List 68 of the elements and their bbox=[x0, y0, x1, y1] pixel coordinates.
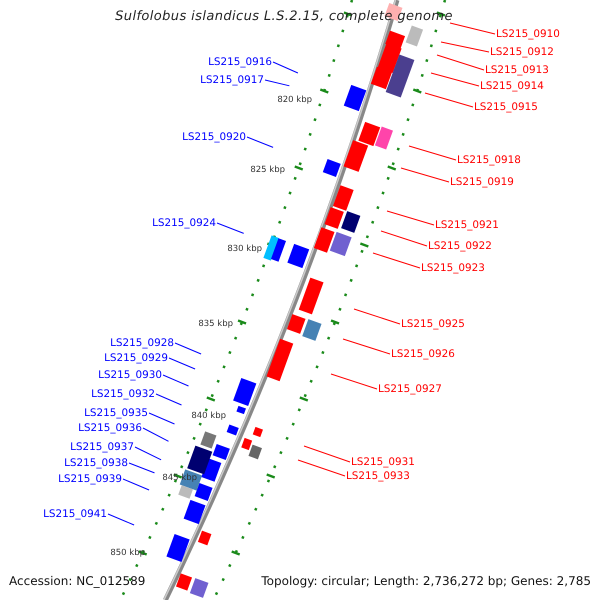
leader-line bbox=[148, 412, 175, 424]
scale-label: 840 kbp bbox=[191, 410, 226, 422]
gene-label: LS215_0931 bbox=[351, 456, 415, 468]
gene-label: LS215_0923 bbox=[421, 262, 485, 274]
gene-label: LS215_0936 bbox=[78, 422, 142, 434]
title: Sulfolobus islandicus L.S.2.15, complete genome bbox=[114, 11, 454, 23]
leader-line bbox=[142, 428, 169, 442]
leader-line bbox=[156, 394, 182, 406]
leader-line bbox=[372, 252, 420, 268]
leader-line bbox=[108, 514, 135, 526]
leader-line bbox=[400, 168, 450, 182]
gene-label: LS215_0927 bbox=[378, 383, 442, 395]
leader-line bbox=[134, 446, 162, 460]
gene-label: LS215_0912 bbox=[490, 46, 554, 58]
gene-label: LS215_0930 bbox=[98, 369, 162, 381]
gene-label: LS215_0925 bbox=[401, 318, 465, 330]
scale-label: 830 kbp bbox=[227, 243, 262, 255]
leader-line bbox=[122, 478, 150, 490]
leader-line bbox=[304, 446, 350, 462]
leader-line bbox=[128, 462, 155, 474]
leader-line bbox=[174, 342, 202, 354]
genome-info-text: Topology: circular; Length: 2,736,272 bp; Genes: 2,785 bbox=[261, 575, 591, 587]
scale-label: 820 kbp bbox=[277, 94, 312, 106]
gene-label: LS215_0918 bbox=[457, 154, 521, 166]
leader-line bbox=[436, 54, 484, 70]
gene-label: LS215_0937 bbox=[70, 441, 134, 453]
leader-line bbox=[216, 222, 244, 234]
scale-label: 835 kbp bbox=[198, 318, 233, 330]
scale-label: 825 kbp bbox=[250, 164, 285, 176]
gene-label: LS215_0922 bbox=[428, 240, 492, 252]
gene-label: LS215_0929 bbox=[104, 352, 168, 364]
leader-line bbox=[380, 230, 428, 246]
gene-label: LS215_0932 bbox=[91, 388, 155, 400]
leader-line bbox=[272, 62, 298, 74]
gene-label: LS215_0910 bbox=[496, 28, 560, 40]
leader-line bbox=[162, 374, 189, 386]
gene-label: LS215_0941 bbox=[43, 508, 107, 520]
gene-label: LS215_0939 bbox=[58, 473, 122, 485]
leader-line bbox=[246, 136, 274, 148]
gene-label: LS215_0914 bbox=[480, 80, 544, 92]
gene-label: LS215_0920 bbox=[182, 131, 246, 143]
scale-label: 845 kbp bbox=[162, 472, 197, 484]
leader-line bbox=[168, 358, 196, 370]
gene-label: LS215_0916 bbox=[208, 56, 272, 68]
leader-line bbox=[298, 460, 346, 476]
gene-label: LS215_0917 bbox=[200, 74, 264, 86]
leader-line bbox=[430, 72, 480, 86]
gene-label: LS215_0935 bbox=[84, 407, 148, 419]
scale-label: 850 kbp bbox=[110, 547, 145, 559]
gene-label: LS215_0921 bbox=[435, 219, 499, 231]
leader-line bbox=[342, 338, 390, 354]
leader-line bbox=[424, 92, 474, 108]
leader-line bbox=[440, 42, 490, 52]
leader-line bbox=[408, 146, 456, 160]
gene-label: LS215_0926 bbox=[391, 348, 455, 360]
leader-line bbox=[264, 80, 290, 86]
leader-line bbox=[450, 22, 496, 34]
gene-label: LS215_0919 bbox=[450, 176, 514, 188]
leader-line bbox=[354, 308, 400, 324]
gene-label: LS215_0938 bbox=[64, 457, 128, 469]
leader-line bbox=[330, 374, 378, 390]
gene-label: LS215_0928 bbox=[110, 337, 174, 349]
accession-text: Accession: NC_012589 bbox=[9, 575, 146, 587]
leader-line bbox=[386, 210, 434, 226]
gene-label: LS215_0933 bbox=[346, 470, 410, 482]
gene-label: LS215_0915 bbox=[474, 101, 538, 113]
gene-label: LS215_0924 bbox=[152, 217, 216, 229]
gene-label: LS215_0913 bbox=[485, 64, 549, 76]
